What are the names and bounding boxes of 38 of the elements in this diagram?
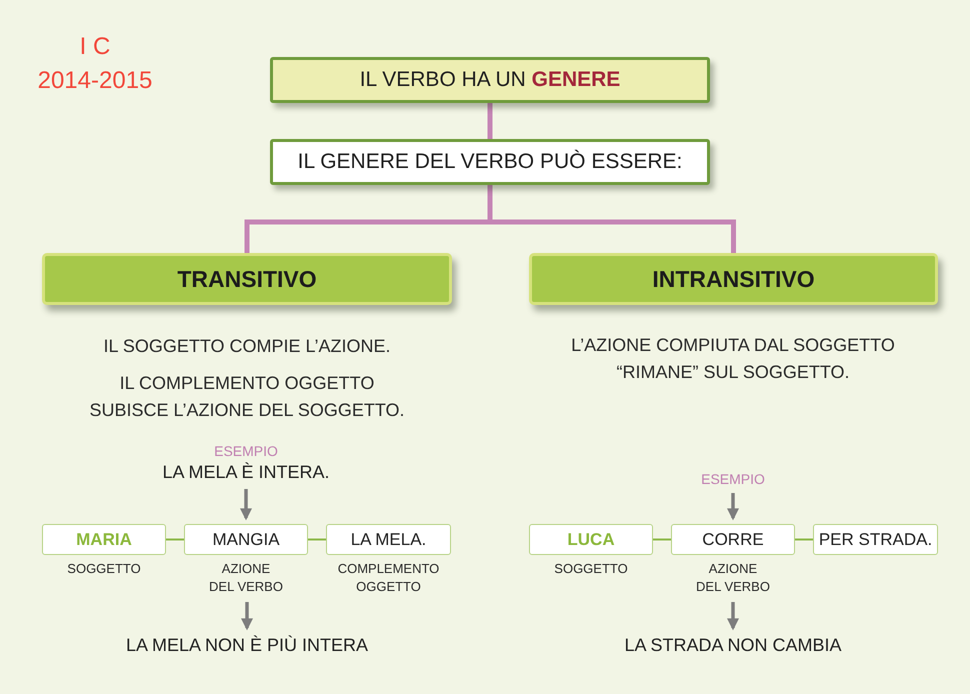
arrow xyxy=(241,602,253,630)
arrow xyxy=(727,493,739,520)
grammar-role-label: AZIONE DEL VERBO xyxy=(695,560,771,596)
class-note: I C xyxy=(80,32,110,62)
subtitle-box xyxy=(270,139,710,185)
connector-line xyxy=(308,538,326,540)
arrow xyxy=(240,489,252,520)
example-sentence: LA STRADA NON CAMBIA xyxy=(624,634,842,656)
grammar-role-label: SOGGETTO xyxy=(67,560,141,578)
example-word: PER STRADA. xyxy=(818,530,932,550)
example-sentence: LA MELA È INTERA. xyxy=(162,461,330,483)
subject-word: LUCA xyxy=(567,530,615,550)
description-text: IL SOGGETTO COMPIE L’AZIONE. xyxy=(103,335,391,358)
example-sentence: LA MELA NON È PIÙ INTERA xyxy=(126,634,368,656)
example-word: LA MELA. xyxy=(350,530,426,550)
class-note: 2014-2015 xyxy=(38,66,152,96)
example-heading: ESEMPIO xyxy=(214,443,278,459)
description-text: L’AZIONE COMPIUTA DAL SOGGETTO “RIMANE” SUL SOGGETTO. xyxy=(570,334,896,384)
example-word: CORRE xyxy=(702,530,764,550)
arrow xyxy=(727,602,739,630)
grammar-role-label: SOGGETTO xyxy=(554,560,628,578)
subject-word: MARIA xyxy=(76,530,132,550)
example-word: MANGIA xyxy=(212,530,280,550)
grammar-role-label: COMPLEMENTO OGGETTO xyxy=(336,560,440,596)
heading-text: IL GENERE DEL VERBO PUÒ ESSERE: xyxy=(298,150,682,174)
category-box xyxy=(42,253,452,305)
heading-text: IL VERBO HA UN GENERE xyxy=(360,68,620,92)
title-box xyxy=(270,57,710,103)
connector-line xyxy=(166,538,184,540)
category-box xyxy=(529,253,938,305)
category-title: INTRANSITIVO xyxy=(652,266,815,292)
connector-line xyxy=(795,538,813,540)
description-text: IL COMPLEMENTO OGGETTO SUBISCE L’AZIONE DEL SOGGETTO. xyxy=(88,372,406,422)
category-title: TRANSITIVO xyxy=(177,266,317,292)
connector-line xyxy=(653,538,671,540)
grammar-role-label: AZIONE DEL VERBO xyxy=(208,560,284,596)
connector-line xyxy=(488,103,492,139)
example-heading: ESEMPIO xyxy=(701,471,765,487)
